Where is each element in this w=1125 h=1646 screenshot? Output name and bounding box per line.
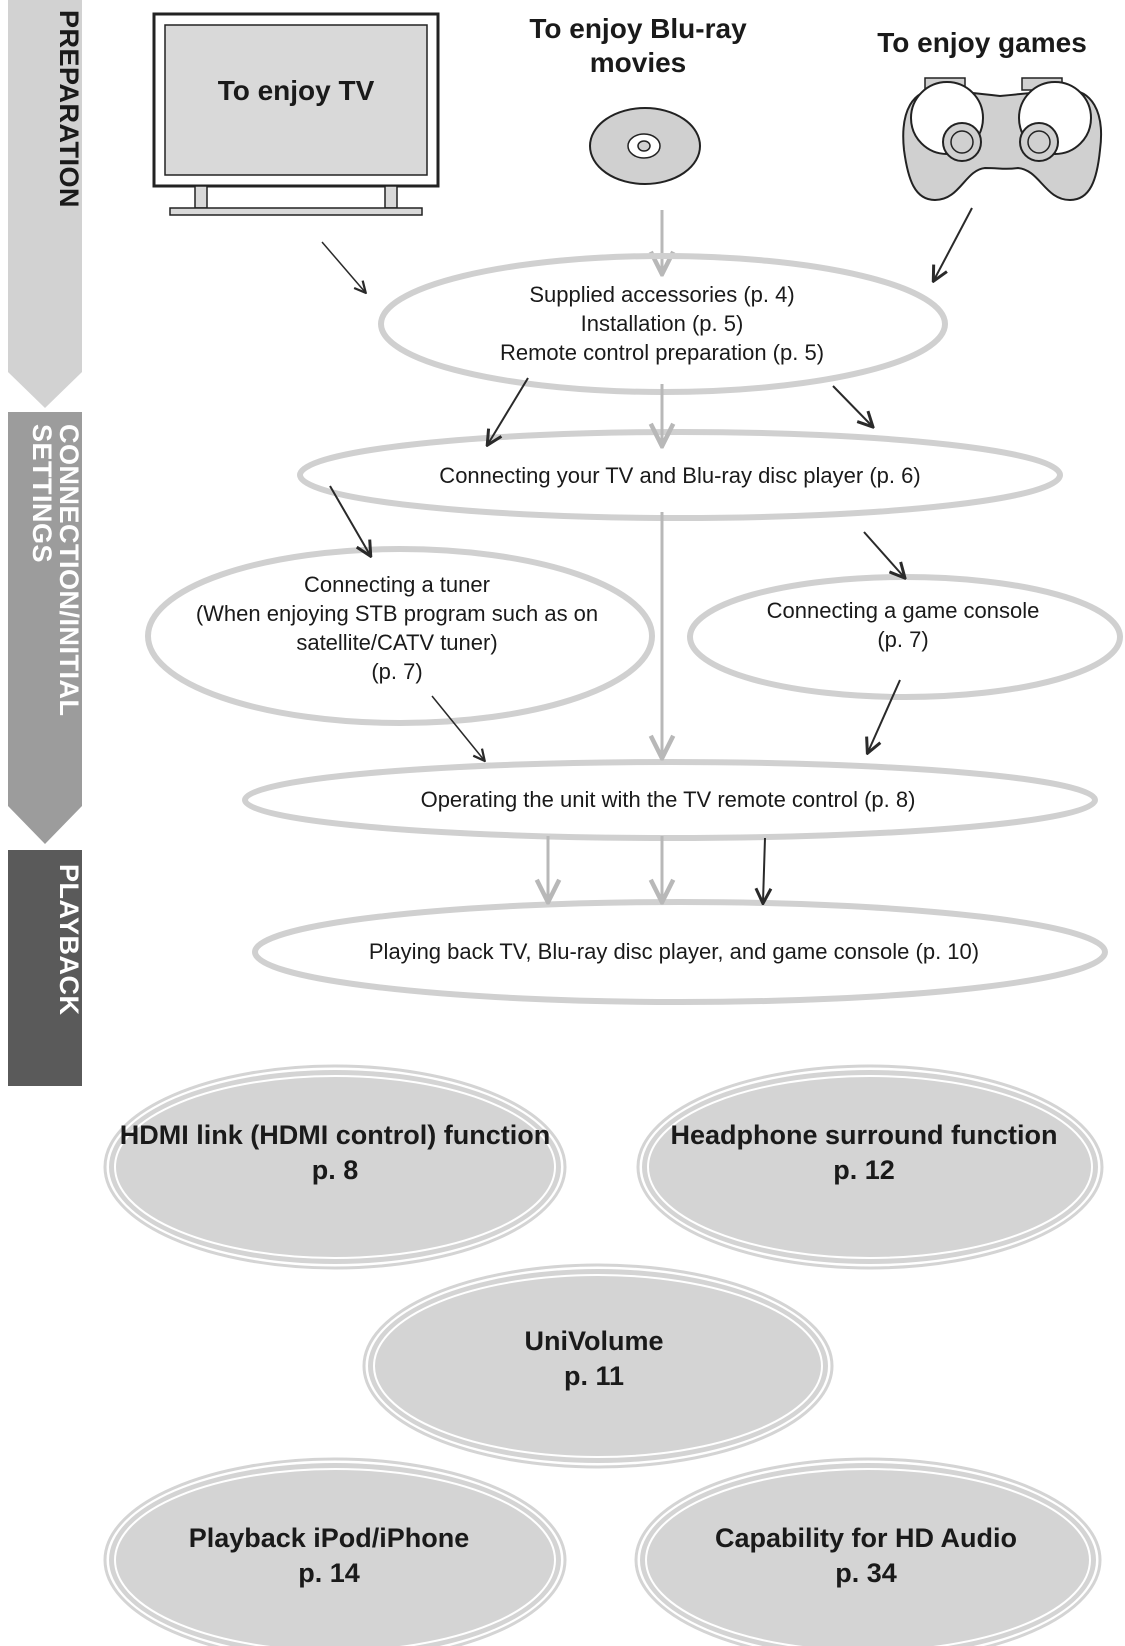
node-playback-text: Playing back TV, Blu-ray disc player, an…	[368, 939, 980, 964]
feature-hdaudio-blob	[634, 1457, 1102, 1646]
node-accessories-text: Supplied accessories (p. 4)	[529, 282, 795, 307]
node-remote-prep-text: Remote control preparation (p. 5)	[499, 340, 825, 365]
connection-band	[8, 412, 82, 844]
arrow-tuner-to-operate	[431, 695, 484, 760]
heading-games: To enjoy games	[877, 27, 1087, 58]
feature-hdmi-page: p. 8	[311, 1155, 359, 1185]
node-operate-ellipse	[242, 759, 1098, 841]
feature-univolume-page: p. 11	[563, 1361, 625, 1391]
sidebar-preparation-label: PREPARATION	[54, 10, 84, 209]
arrow-tv-to-accessories	[321, 241, 365, 292]
sidebar-preparation: PREPARATION	[8, 0, 84, 372]
feature-hdmi-blob	[103, 1064, 567, 1270]
feature-hdaudio-title: Capability for HD Audio	[715, 1523, 1017, 1553]
sidebar-connection-label: CONNECTION/INITIAL SETTINGS	[27, 424, 84, 717]
node-playback-ellipse	[252, 899, 1108, 1005]
disc-illustration	[589, 107, 701, 185]
feature-headphone: Headphone surround function p. 12	[671, 1118, 1058, 1188]
arrow-prep-to-connect-left	[488, 377, 529, 444]
feature-univolume: UniVolume p. 11	[524, 1324, 663, 1394]
feature-headphone-title: Headphone surround function	[670, 1120, 1058, 1150]
tv-illustration	[152, 12, 440, 216]
node-game-text-1: Connecting a game console	[766, 598, 1040, 623]
heading-bluray: To enjoy Blu-ray movies	[529, 13, 747, 78]
arrow-game-to-operate	[868, 679, 901, 752]
node-tuner-text-4: (p. 7)	[371, 659, 423, 684]
arrow-prep-to-connect-right	[832, 385, 872, 426]
sidebar-playback-label: PLAYBACK	[54, 864, 84, 1016]
node-operate-text: Operating the unit with the TV remote co…	[420, 787, 916, 812]
node-tuner-text-2: (When enjoying STB program such as on	[195, 601, 599, 626]
node-installation-text: Installation (p. 5)	[580, 311, 744, 336]
controller-illustration	[902, 77, 1102, 202]
feature-hdmi: HDMI link (HDMI control) function p. 8	[120, 1118, 550, 1188]
preparation-band	[8, 0, 82, 408]
node-connect-tv-ellipse	[297, 429, 1063, 521]
feature-univolume-title: UniVolume	[524, 1326, 664, 1356]
arrow-connect-to-tuner	[329, 485, 370, 555]
feature-headphone-page: p. 12	[833, 1155, 895, 1185]
node-tuner-ellipse	[145, 546, 655, 726]
feature-ipod: Playback iPod/iPhone p. 14	[189, 1521, 470, 1591]
node-tuner-text-3: satellite/CATV tuner)	[296, 630, 498, 655]
arrow-operate-to-playback-right	[763, 837, 765, 902]
node-game-text-2: (p. 7)	[877, 627, 929, 652]
sidebar-connection: CONNECTION/INITIAL SETTINGS	[8, 412, 84, 806]
feature-ipod-blob	[103, 1457, 567, 1646]
node-connect-tv-text: Connecting your TV and Blu-ray disc play…	[439, 463, 921, 488]
playback-band	[8, 850, 82, 1086]
heading-tv: To enjoy TV	[217, 75, 375, 106]
feature-hdaudio-page: p. 34	[835, 1558, 897, 1588]
sidebar-playback: PLAYBACK	[8, 850, 84, 1086]
feature-ipod-page: p. 14	[298, 1558, 360, 1588]
node-tuner-text-1: Connecting a tuner	[304, 572, 490, 597]
feature-hdmi-title: HDMI link (HDMI control) function	[119, 1120, 551, 1150]
feature-univolume-blob	[362, 1263, 834, 1469]
feature-ipod-title: Playback iPod/iPhone	[188, 1523, 470, 1553]
arrow-connect-to-game	[863, 531, 904, 577]
feature-headphone-blob	[636, 1064, 1104, 1270]
feature-hdaudio: Capability for HD Audio p. 34	[715, 1521, 1017, 1591]
arrow-games-to-accessories	[934, 207, 973, 280]
